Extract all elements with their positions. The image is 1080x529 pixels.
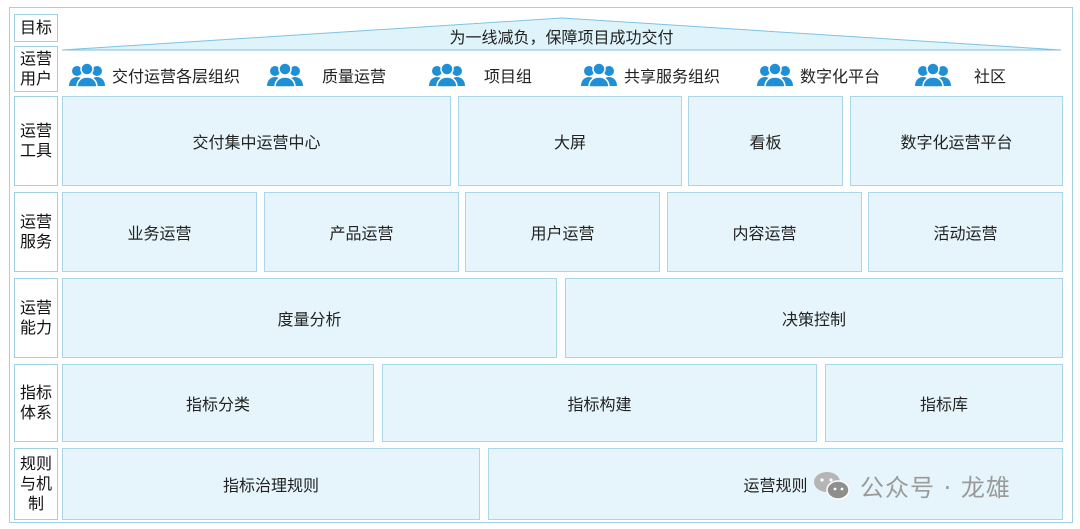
user-delivery-org: 交付运营各层组织 <box>68 62 240 88</box>
watermark-text: 公众号 · 龙雄 <box>860 474 1011 502</box>
row-label-metrics: 指标体系 <box>14 364 58 442</box>
tool-digital-ops-platform: 数字化运营平台 <box>850 96 1063 186</box>
architecture-frame <box>9 7 1073 523</box>
row-label-rules: 规则与机制 <box>14 448 58 520</box>
goal-roof <box>62 17 1061 51</box>
wechat-icon <box>814 471 850 500</box>
people-icon <box>429 62 465 88</box>
tool-big-screen: 大屏 <box>458 96 682 186</box>
people-icon <box>267 62 303 88</box>
row-label-goal: 目标 <box>14 14 58 42</box>
metric-library: 指标库 <box>825 364 1063 442</box>
people-icon <box>915 62 951 88</box>
people-icon <box>69 62 105 88</box>
rule-metric-governance: 指标治理规则 <box>62 448 480 520</box>
user-label: 社区 <box>974 67 1007 86</box>
user-label: 数字化平台 <box>800 67 881 86</box>
user-project-team: 项目组 <box>428 62 532 88</box>
service-activity-ops: 活动运营 <box>868 192 1063 272</box>
watermark: 公众号 · 龙雄 <box>812 468 1011 503</box>
tool-kanban: 看板 <box>688 96 843 186</box>
user-community: 社区 <box>914 62 1006 88</box>
service-business-ops: 业务运营 <box>62 192 257 272</box>
user-quality-ops: 质量运营 <box>266 62 386 88</box>
capability-metric-analysis: 度量分析 <box>62 278 557 358</box>
user-digital-platform: 数字化平台 <box>756 62 880 88</box>
metric-construction: 指标构建 <box>382 364 817 442</box>
service-user-ops: 用户运营 <box>465 192 660 272</box>
service-content-ops: 内容运营 <box>667 192 862 272</box>
service-product-ops: 产品运营 <box>264 192 459 272</box>
user-label: 质量运营 <box>322 67 387 86</box>
user-label: 共享服务组织 <box>624 67 721 86</box>
people-icon <box>581 62 617 88</box>
row-label-tools: 运营工具 <box>14 96 58 186</box>
rule-operations: 运营规则 <box>488 448 1063 520</box>
people-icon <box>757 62 793 88</box>
user-label: 项目组 <box>484 67 533 86</box>
goal-text: 为一线减负，保障项目成功交付 <box>449 28 674 47</box>
metric-classification: 指标分类 <box>62 364 374 442</box>
user-label: 交付运营各层组织 <box>112 67 241 86</box>
row-label-users: 运营用户 <box>14 46 58 92</box>
row-label-services: 运营服务 <box>14 192 58 272</box>
tool-delivery-ops-center: 交付集中运营中心 <box>62 96 451 186</box>
user-shared-services: 共享服务组织 <box>580 62 720 88</box>
row-label-capability: 运营能力 <box>14 278 58 358</box>
capability-decision-control: 决策控制 <box>565 278 1063 358</box>
